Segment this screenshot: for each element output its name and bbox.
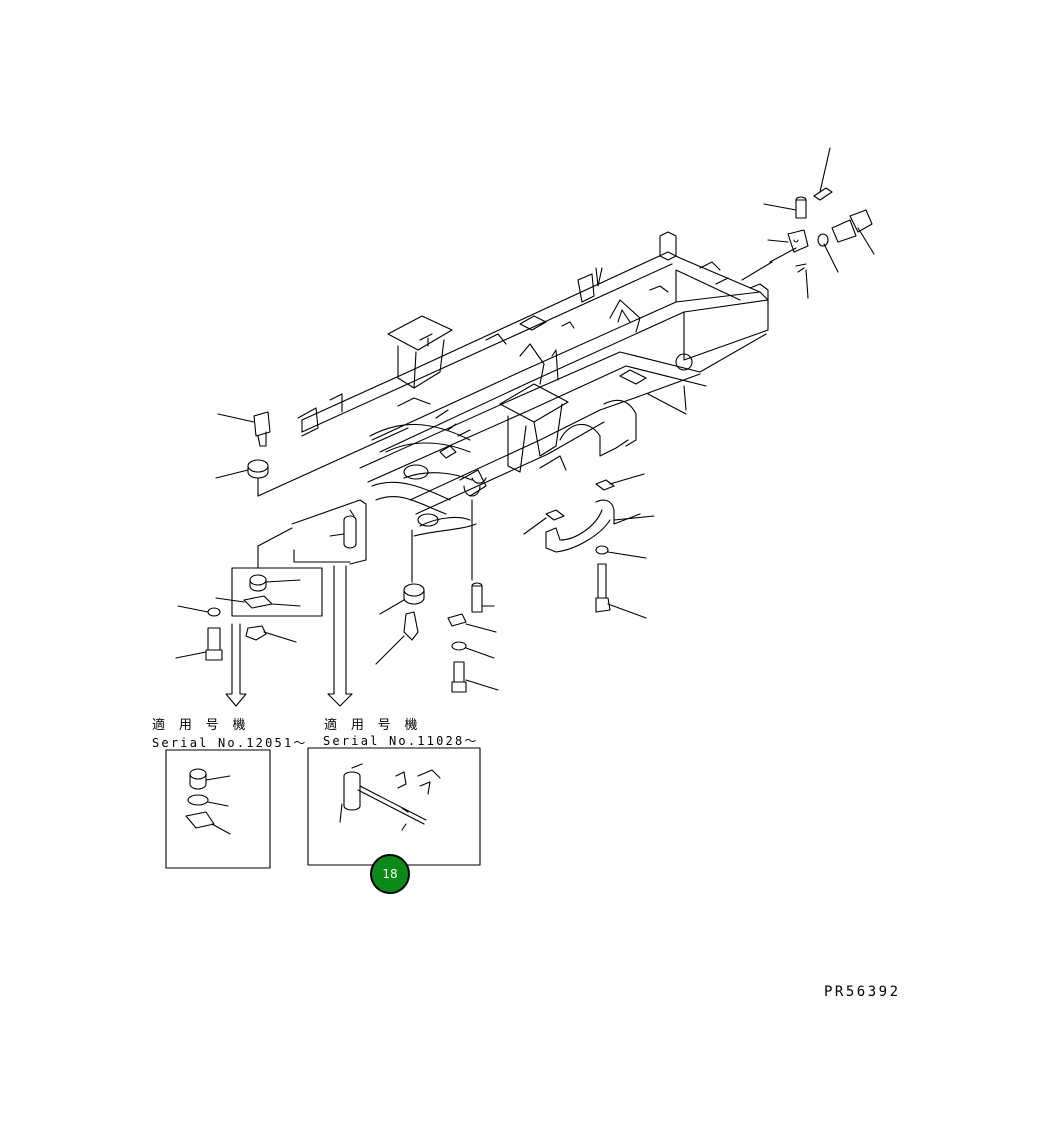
right-inset-box (307, 747, 481, 866)
left-inset-box (165, 749, 271, 869)
right-side-parts (523, 385, 687, 619)
right-applicable-label: 適 用 号 機 (324, 718, 421, 733)
centre-parts (375, 499, 499, 693)
left-applicable-label: 適 用 号 機 (152, 718, 249, 733)
left-side-parts (175, 411, 409, 707)
callout-badge[interactable]: 18 (370, 854, 410, 894)
main-frame (297, 231, 769, 537)
frame-leader-lines (647, 393, 687, 415)
drawing-code: PR56392 (824, 984, 901, 1000)
bolt-detail-top-right (741, 147, 875, 299)
right-serial-label: Serial No.11028～ (323, 734, 479, 748)
left-serial-label: Serial No.12051～ (152, 736, 308, 750)
